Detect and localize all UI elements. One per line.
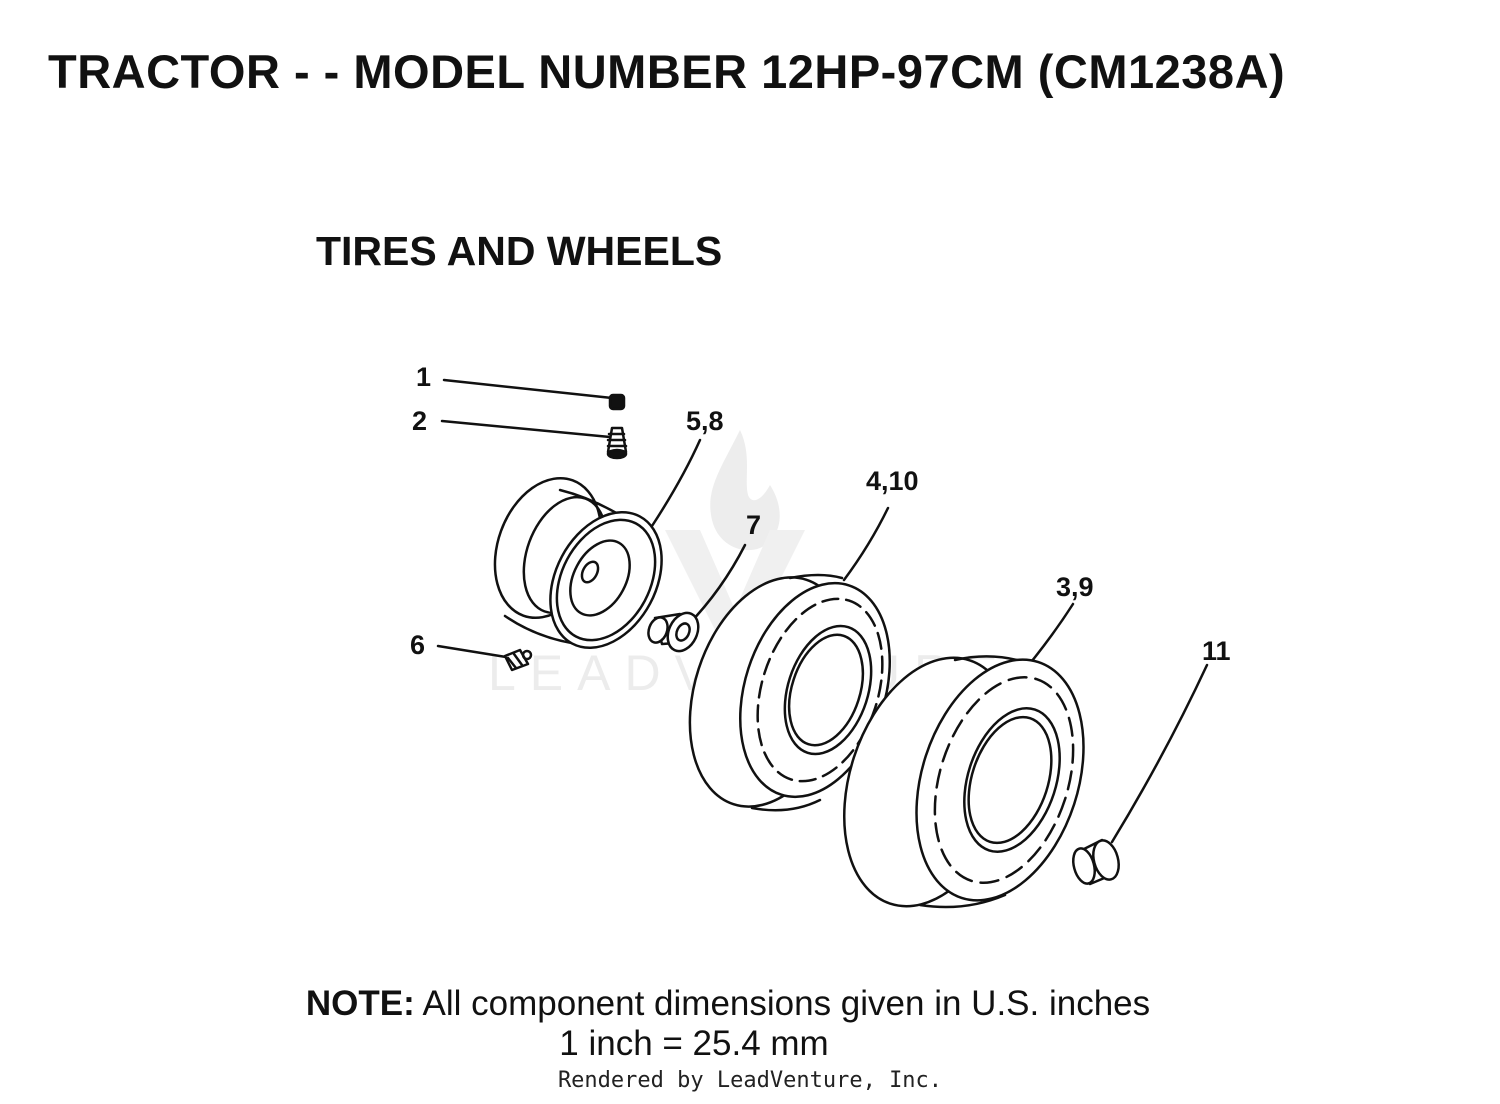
callout-4-10: 4,10	[866, 466, 919, 496]
callout-11: 11	[1202, 636, 1231, 666]
watermark-flame-icon	[710, 430, 780, 551]
note-text: All component dimensions given in U.S. i…	[422, 984, 1151, 1023]
leader-line-11	[1110, 663, 1209, 844]
callout-7: 7	[746, 510, 761, 540]
callout-6: 6	[410, 630, 425, 660]
leader-line-6	[436, 644, 508, 659]
callout-5-8: 5,8	[686, 406, 724, 436]
callout-1: 1	[416, 362, 431, 392]
section-title: TIRES AND WHEELS	[316, 228, 723, 274]
part-grease-fitting	[503, 648, 533, 672]
page-title: TRACTOR - - MODEL NUMBER 12HP-97CM (CM12…	[48, 45, 1286, 98]
part-hub-cap	[1072, 838, 1120, 886]
note-line-2: 1 inch = 25.4 mm	[559, 1024, 829, 1063]
leader-line-2	[440, 419, 612, 439]
leader-line-5-8	[650, 438, 702, 528]
part-valve-cap	[608, 393, 626, 411]
note-line-1: NOTE: All component dimensions given in …	[0, 984, 1478, 1024]
part-valve-stem	[606, 426, 628, 460]
rendered-by-footer: Rendered by LeadVenture, Inc.	[557, 1068, 943, 1093]
watermark-v-icon	[665, 530, 805, 640]
note-label: NOTE:	[305, 984, 415, 1023]
part-wheel-rim	[493, 476, 663, 650]
part-rear-tire	[842, 655, 1085, 909]
callout-2: 2	[412, 406, 427, 436]
leader-line-4-10	[842, 506, 890, 582]
part-front-tire	[688, 573, 891, 812]
leader-line-1	[442, 378, 614, 400]
callout-3-9: 3,9	[1056, 572, 1094, 602]
part-bushing	[647, 611, 700, 653]
